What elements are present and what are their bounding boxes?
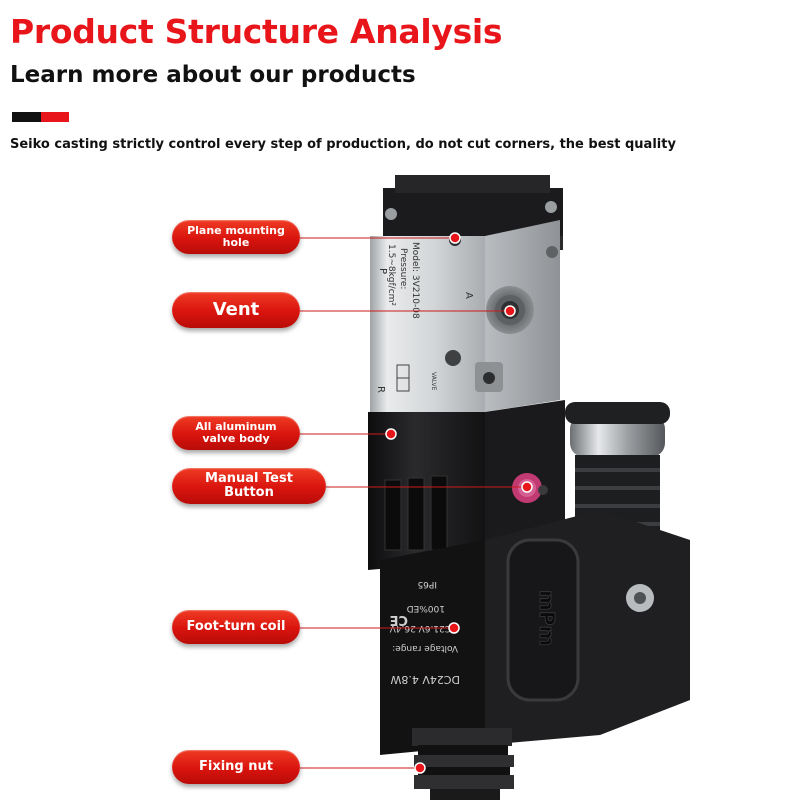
dot-manual-button-icon [521,481,533,493]
coil-rating-text: DC24V 4.8W [390,673,460,686]
callout-vent: Vent [172,292,300,328]
port-a-text: A [463,292,474,299]
callout-manual-test-button: Manual Test Button [172,468,326,504]
aluminum-body: Model: 3V210-08 Pressure: 1.5~8kgf/cm² A… [370,220,560,412]
tagline: Seiko casting strictly control every ste… [10,137,676,152]
valve-model-text: Model: 3V210-08 [410,242,420,319]
fixing-nut [412,728,514,800]
dot-fixing-nut-icon [414,762,426,774]
port-r-text: R [375,386,386,393]
callout-leaders [300,232,533,774]
cap-screw-right-icon [545,201,557,213]
cap-screw-left-icon [385,208,397,220]
callout-plane-mounting-hole: Plane mounting hole [172,220,300,254]
valve-word-text: VALVE [430,372,437,391]
valve-pressure-value: 1.5~8kgf/cm² [386,244,396,306]
valve-symbol-icon [396,364,410,392]
dot-mounting-hole-icon [449,232,461,244]
callout-fixing-nut: Fixing nut [172,750,300,784]
coil-brand-text: mPm [535,590,559,646]
page-subtitle: Learn more about our products [10,62,416,88]
dot-valve-body-icon [385,428,397,440]
coil-ip-text: IP65 [417,579,437,589]
page-title: Product Structure Analysis [10,12,503,51]
coil: mPm IP65 100%ED DC21.6V-26.4V Voltage ra… [380,510,690,755]
port-p-text: P [377,268,388,274]
accent-bar-red [41,112,69,122]
ce-mark-text: CE [390,612,408,627]
dot-vent-icon [504,305,516,317]
coil-voltage-label-text: Voltage range: [392,643,458,653]
valve-pressure-label: Pressure: [398,248,408,289]
coil-duty-text: 100%ED [407,603,445,613]
lower-black-body [368,400,565,570]
accent-bar-black [12,112,41,122]
callout-foot-turn-coil: Foot-turn coil [172,610,300,644]
callout-aluminum-body: All aluminum valve body [172,416,300,450]
dot-coil-icon [448,622,460,634]
